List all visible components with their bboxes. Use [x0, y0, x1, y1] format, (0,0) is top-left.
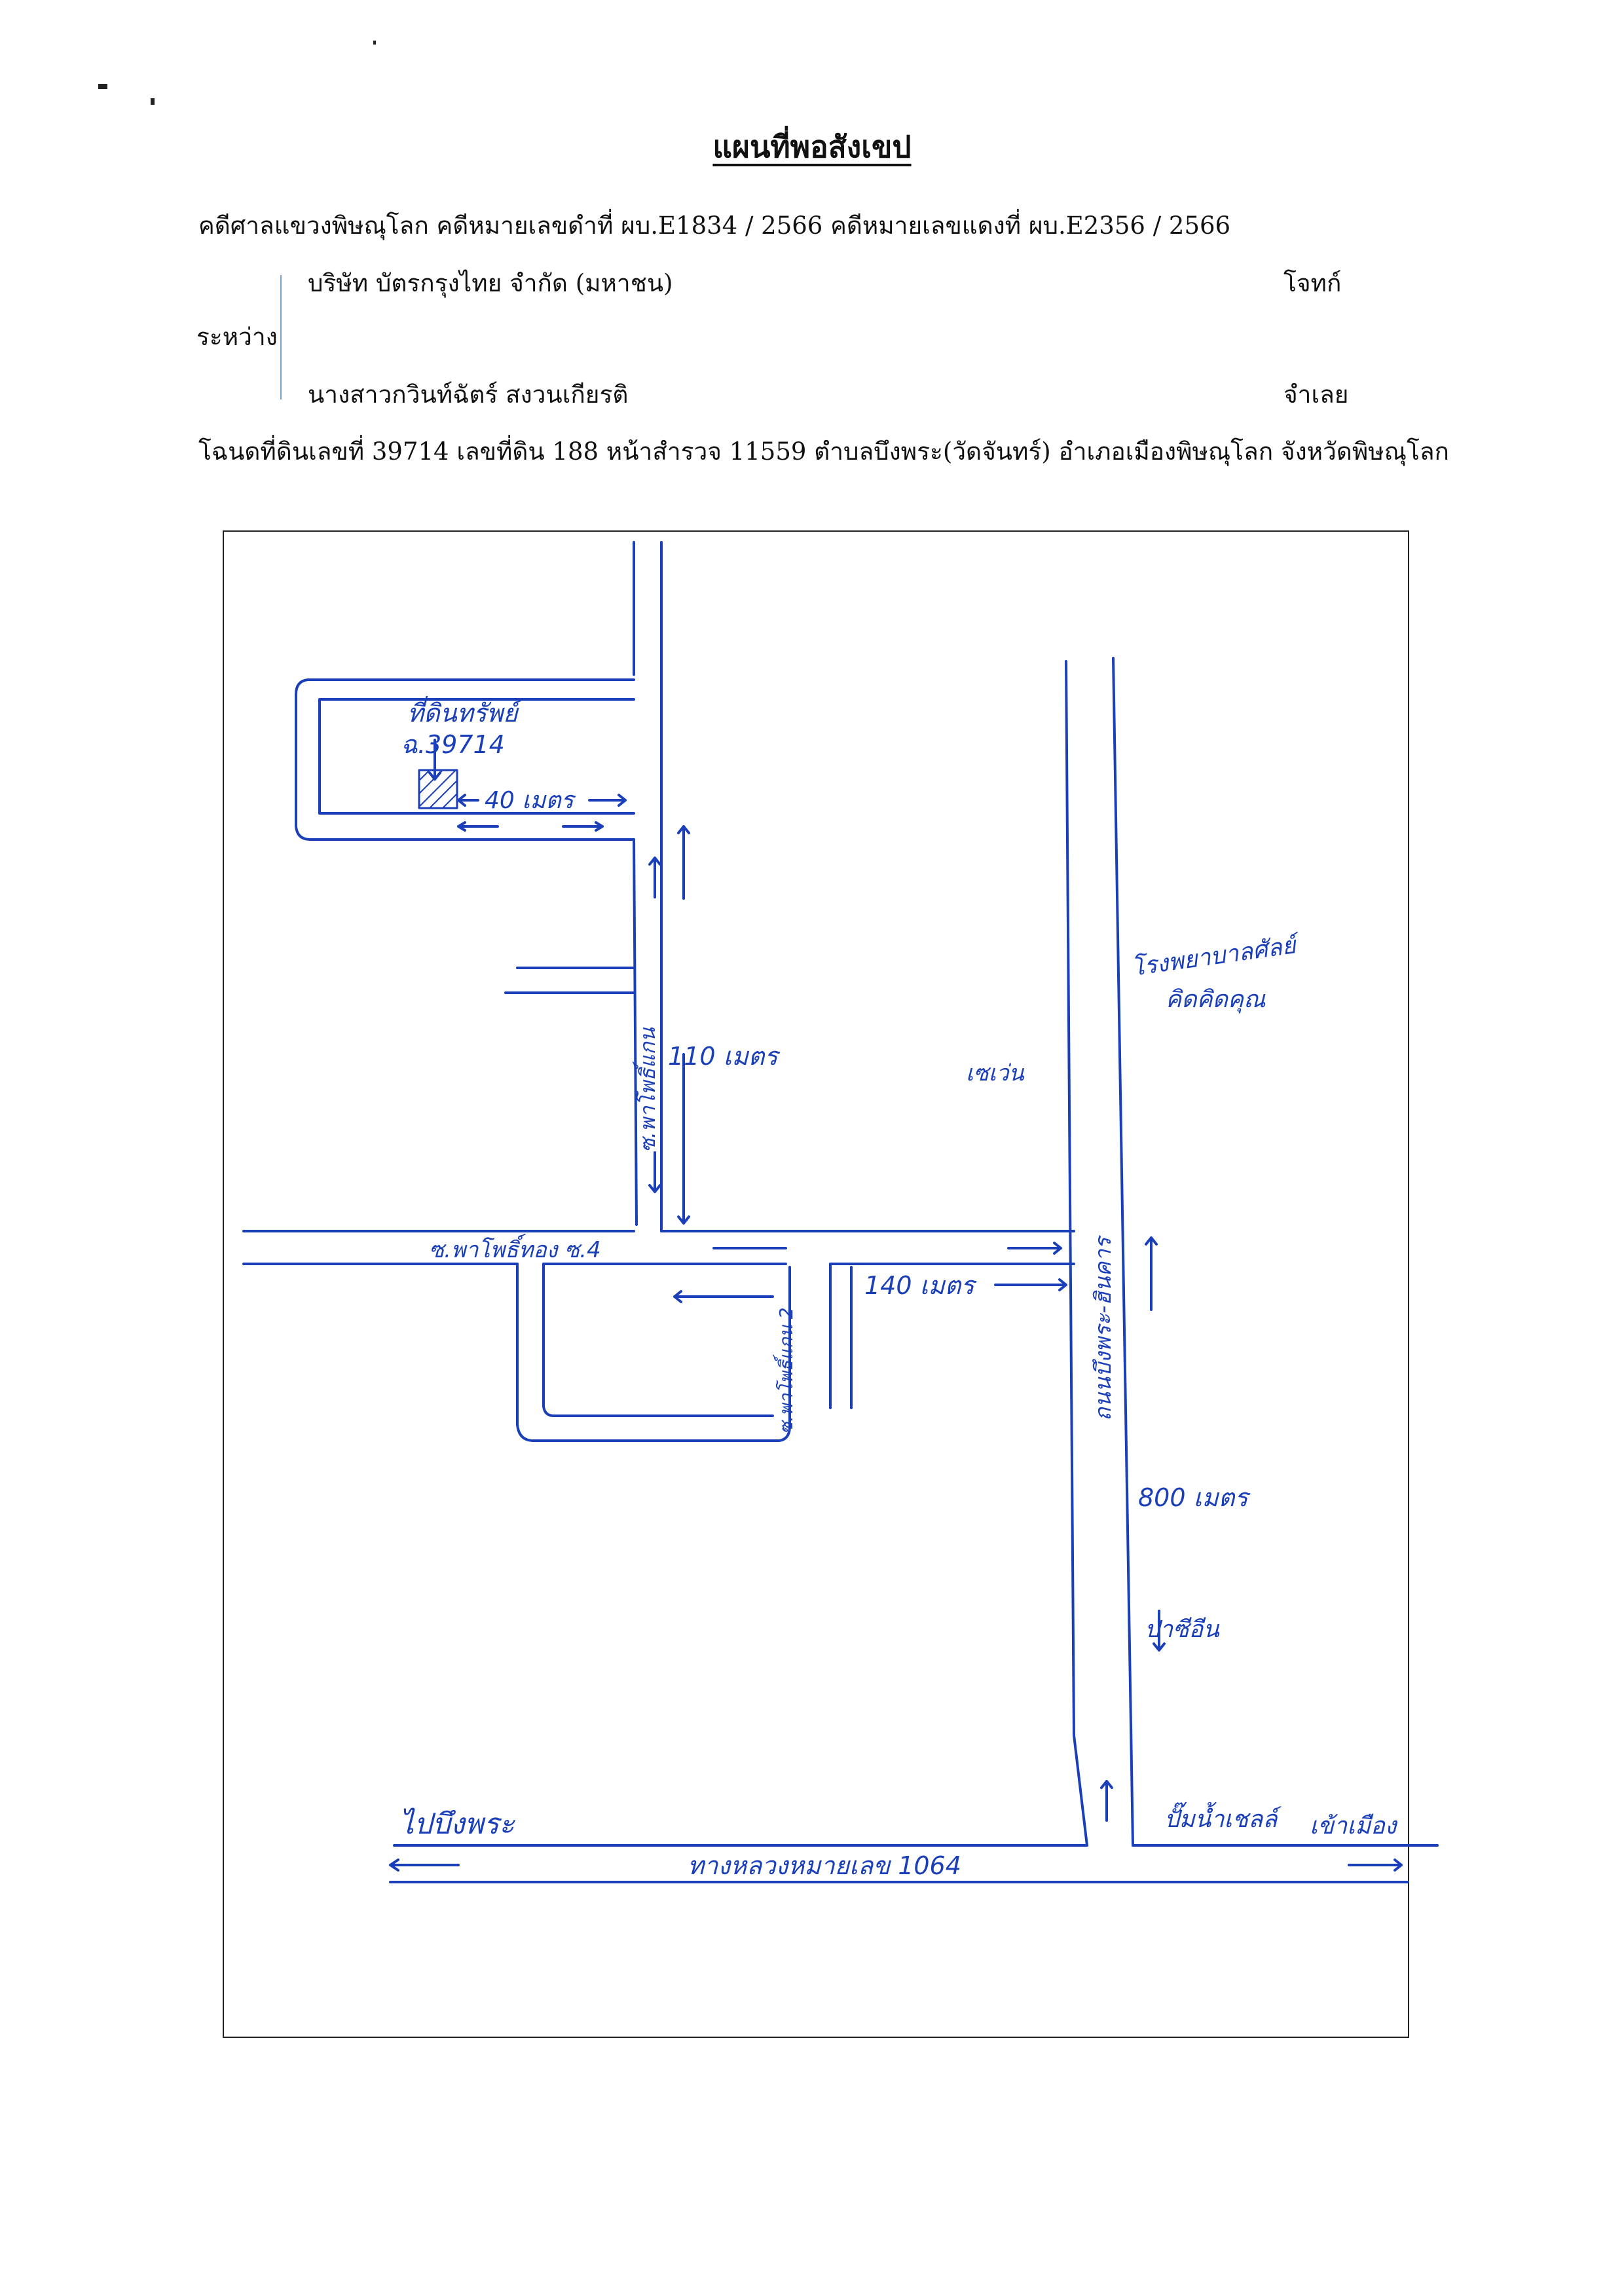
label-to-bungphra: ไปบึงพระ — [399, 1807, 515, 1841]
main-road-left — [1065, 660, 1088, 1847]
deed-info-line: โฉนดที่ดินเลขที่ 39714 เลขที่ดิน 188 หน้… — [198, 437, 1449, 466]
lower-lane-outer — [516, 1263, 791, 1442]
map-frame — [223, 530, 1409, 2038]
property-parcel — [418, 769, 458, 809]
label-highway: ทางหลวงหมายเลข 1064 — [688, 1851, 961, 1880]
arrow-lane-right — [562, 821, 604, 832]
defendant-name: นางสาวกวินท์ฉัตร์ สงวนเกียรติ — [308, 380, 629, 409]
label-market: ป่าซีอีน — [1145, 1616, 1220, 1643]
arrow-140-left — [673, 1290, 774, 1303]
main-road-right — [1112, 657, 1134, 1847]
label-property-title: ที่ดินทรัพย์ — [407, 695, 523, 728]
arrow-highway-right — [1348, 1858, 1403, 1872]
arrow-highway-left — [389, 1858, 460, 1872]
arrow-road-up2 — [1100, 1780, 1113, 1822]
lane-inner — [318, 698, 635, 815]
parties-brace — [280, 275, 291, 399]
arrow-road-up — [1145, 1236, 1158, 1311]
label-property-deed: ฉ.39714 — [401, 730, 505, 759]
soi-left-edge — [633, 541, 638, 1226]
label-to-city: เข้าเมือง — [1310, 1813, 1398, 1839]
arrow-140-right — [994, 1278, 1067, 1291]
lower-lane-inner — [542, 1263, 774, 1417]
property-hatch — [418, 769, 458, 809]
label-soi-small: ซ.พาโพธิ์แกน 2 — [773, 1307, 797, 1434]
label-seven: เซเว่น — [966, 1060, 1024, 1086]
scan-speck — [98, 84, 107, 89]
label-main-soi: ซ.พาโพธิ์ทอง ซ.4 — [429, 1233, 601, 1263]
scan-speck — [151, 98, 155, 105]
arrow-soi-vertical-up — [648, 857, 661, 898]
lane-outer — [295, 678, 635, 841]
arrow-soi-110-up — [677, 825, 690, 900]
label-hospital-2: คิดคิดคุณ — [1166, 986, 1266, 1014]
defendant-role: จำเลย — [1283, 380, 1349, 409]
label-dist-800: 800 เมตร — [1138, 1483, 1251, 1512]
arrow-soi-vertical-down — [648, 1151, 661, 1193]
plaintiff-role: โจทก์ — [1283, 269, 1342, 297]
plaintiff-name: บริษัท บัตรกรุงไทย จำกัด (มหาชน) — [308, 269, 673, 297]
label-soi-vertical: ซ.พาโพธิ์แกน — [633, 1027, 660, 1153]
label-dist-140: 140 เมตร — [864, 1271, 977, 1300]
scan-speck — [373, 41, 376, 45]
arrow-main-soi — [712, 1242, 1062, 1255]
label-hospital: โรงพยาบาลศัลย์ — [1130, 931, 1302, 982]
label-dist-40: 40 เมตร — [485, 787, 577, 814]
case-number-line: คดีศาลแขวงพิษณุโลก คดีหมายเลขดำที่ ผบ.E1… — [198, 212, 1231, 240]
label-road-vertical: ถนนบึงพระ-ฮินคาร — [1090, 1235, 1116, 1421]
arrow-to-property — [428, 739, 441, 781]
page-title: แผนที่พอสังเขป — [712, 129, 912, 164]
label-dist-110: 110 เมตร — [668, 1042, 781, 1071]
arrow-soi-110-down — [677, 1053, 690, 1225]
between-label: ระหว่าง — [196, 323, 278, 351]
arrow-lane-left — [457, 821, 499, 832]
arrow-road-down — [1153, 1610, 1166, 1652]
label-gas-station: ปั๊มน้ำเชลล์ — [1164, 1802, 1282, 1833]
arrow-top-dist — [457, 794, 627, 807]
